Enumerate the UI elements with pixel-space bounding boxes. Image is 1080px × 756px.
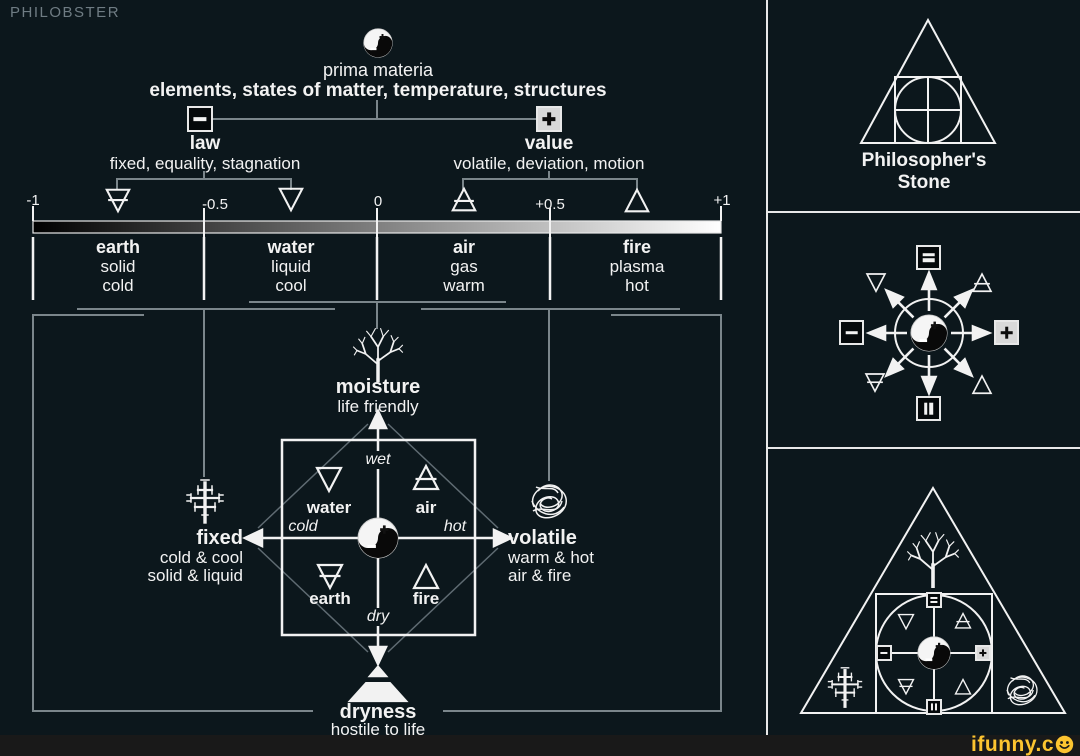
element-name: earth [95,237,140,257]
dryness-label: dryness [339,701,417,723]
earth-icon [896,677,916,697]
air-icon [410,462,442,494]
element-state: solid [100,257,136,276]
ifunny-watermark-text: ifunny.c [971,732,1054,756]
pause-box-icon [926,699,942,715]
scribble-icon [1000,669,1042,711]
scribble-icon [524,477,572,525]
quadrant-water-label: water [306,498,352,517]
element-temp: warm [443,276,485,295]
element-name: fire [622,237,651,257]
tick-label-neg1: -1 [26,192,40,209]
plus-box-icon [536,106,562,132]
axis-hot: hot [443,518,467,535]
volatile-label: volatile [508,527,577,549]
chaos-compass-icon [865,269,993,397]
fixed-desc1: cold & cool [159,548,243,567]
tick-label-pos1: +1 [713,192,731,209]
equals-box-icon [916,245,941,270]
title-line2: elements, states of matter, temperature,… [149,80,607,101]
quadrant-fire-label: fire [412,589,440,608]
water-icon [313,464,345,496]
crystal-icon [823,666,867,710]
water-icon [896,612,916,632]
tree-icon [351,326,405,382]
author-watermark: PHILOBSTER [10,4,121,21]
yin-yang-icon [917,636,951,670]
yin-yang-icon [363,28,393,58]
element-name: water [267,237,315,257]
triangle-square-circle-cross-icon [859,17,997,144]
column-divider [766,0,768,735]
crystal-icon [181,478,229,526]
diamond-lines [257,423,499,653]
moisture-desc: life friendly [337,397,419,416]
panel-divider [768,211,1080,213]
axis-wet: wet [358,451,398,469]
fire-icon [410,561,442,593]
ifunny-watermark: ifunny.c [940,733,1074,756]
axis-dry: dry [358,608,398,626]
element-state: gas [450,257,478,276]
law-label: law [189,133,221,154]
axis-cold: cold [288,518,318,535]
philosophers-stone-panel: Philosopher's Stone [768,0,1080,211]
earth-icon [314,561,346,593]
value-label: value [524,133,574,154]
pause-box-icon [916,396,941,421]
element-temp: cool [275,276,307,295]
plus-box-icon [975,645,991,661]
value-desc: volatile, deviation, motion [453,154,645,173]
element-state: plasma [609,257,665,276]
tree-icon [905,530,961,588]
air-icon [449,185,479,215]
scale-ticks [31,206,723,300]
minus-box-icon [876,645,892,661]
yin-yang-icon [910,314,948,352]
earth-icon [863,371,887,395]
tick-label-neg05: -0.5 [202,196,228,213]
title-line1: prima materia [322,60,434,80]
stone-title-line1: Philosopher's [861,150,987,171]
panel-divider [768,447,1080,449]
pyramid-icon [336,663,420,703]
volatile-desc1: warm & hot [508,548,594,567]
water-icon [276,185,306,215]
minus-box-icon [839,320,864,345]
triangle-synthesis-panel [768,450,1080,735]
fixed-desc2: solid & liquid [147,566,243,585]
minus-box-icon [187,106,213,132]
yin-yang-icon [357,517,399,559]
air-icon [953,611,973,631]
law-desc: fixed, equality, stagnation [109,154,301,173]
bottom-bar [0,735,1080,756]
quadrant-earth-label: earth [309,589,351,608]
element-temp: cold [102,276,134,295]
tick-label-zero: 0 [373,193,383,210]
air-icon [970,271,994,295]
earth-icon [103,186,133,216]
chaos-compass-panel [768,213,1080,447]
fixed-label: fixed [196,527,243,549]
diagram-lines-layer [31,100,723,712]
quadrant-air-label: air [415,498,437,517]
equals-box-icon [926,592,942,608]
fire-icon [953,677,973,697]
fire-icon [970,373,994,397]
water-icon [864,271,888,295]
moisture-label: moisture [335,376,421,398]
bracket-lines [32,100,722,712]
element-name: air [452,237,476,257]
volatile-desc2: air & fire [508,566,572,585]
tick-label-pos05: +0.5 [535,196,565,213]
element-temp: hot [625,276,649,295]
chaos-arrows [865,269,993,397]
smiley-icon [1055,735,1074,754]
stone-title-line2: Stone [897,172,951,193]
element-state: liquid [271,257,311,276]
dryness-desc: hostile to life [330,720,426,739]
plus-box-icon [994,320,1019,345]
fire-icon [622,186,652,216]
